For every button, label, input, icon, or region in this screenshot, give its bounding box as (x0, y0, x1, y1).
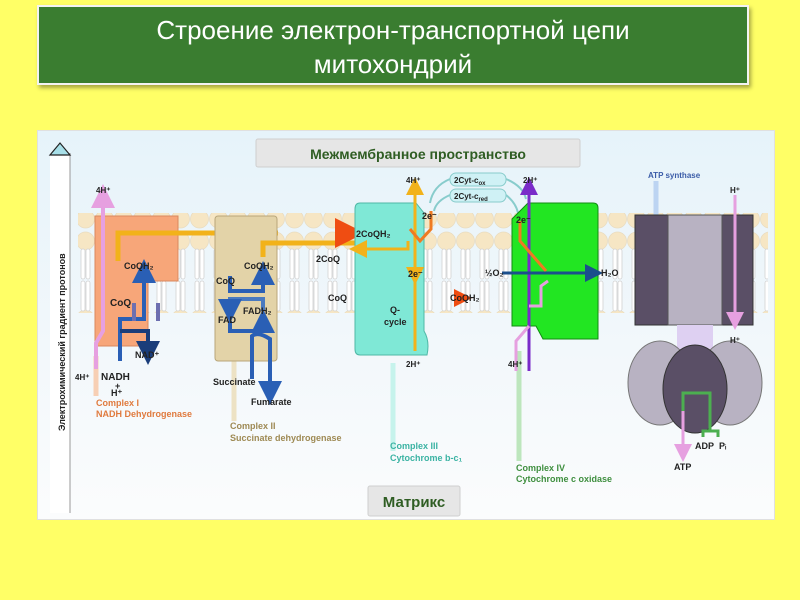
c3-e-top-label: 2e⁻ (422, 211, 437, 221)
c2-coq-label: CoQ (216, 276, 235, 286)
etc-diagram: Электрохимический градиент протонов Межм… (37, 130, 775, 520)
cyt-c-red-label: 2Cyt-cred (454, 192, 488, 203)
c1-coq-label: CoQ (110, 298, 131, 309)
c3-name: Complex III (390, 441, 438, 451)
c1-name: Complex I (96, 398, 139, 408)
c3-2coq-label: 2CoQ (316, 254, 340, 264)
atp-h-bottom-label: H⁺ (730, 336, 740, 345)
c4-h-in-label: 4H⁺ (508, 360, 522, 369)
c2-fumarate-label: Fumarate (251, 397, 292, 407)
c1-plus-label: + (115, 381, 120, 391)
c4-name: Complex IV (516, 463, 565, 473)
atp-synthase-label: ATP synthase (648, 171, 701, 180)
complex-3: 4H⁺ 2e⁻ 2CoQH₂ 2CoQ 2e⁻ CoQ CoQH₂ Q- cyc… (316, 176, 480, 463)
c2-coqh2-label: CoQH₂ (244, 261, 274, 271)
intermembrane-space-label: Межмембранное пространство (310, 146, 526, 162)
c2-subtitle: Succinate dehydrogenase (230, 433, 342, 443)
c3-coqh2-label: CoQH₂ (450, 293, 480, 303)
complex-2: CoQH₂ CoQ FADH₂ FAD Succinate Fumarate C… (213, 215, 358, 443)
c3-subtitle: Cytochrome b-c₁ (390, 453, 463, 463)
c3-h-out-label: 4H⁺ (406, 176, 420, 185)
matrix-label: Матрикс (383, 494, 445, 511)
c1-subtitle: NADH Dehydrogenase (96, 409, 192, 419)
adp-label: ADP (695, 441, 714, 451)
c4-h-out-label: 2H⁺ (523, 176, 537, 185)
matrix-label-box: Матрикс (367, 485, 461, 517)
c3-h-in-label: 2H⁺ (406, 360, 420, 369)
c2-succinate-label: Succinate (213, 377, 256, 387)
c4-e-label: 2e⁻ (516, 215, 531, 225)
complex-4: 2H⁺ 2e⁻ ½O₂ H₂O 4H⁺ Complex IV Cytochrom… (485, 176, 619, 484)
c2-name: Complex II (230, 421, 276, 431)
c1-nadh-label: NADH (101, 372, 130, 383)
intermembrane-space-label-box: Межмембранное пространство (255, 138, 581, 168)
atp-label: ATP (674, 462, 691, 472)
c1-h-label: H⁺ (111, 388, 122, 398)
title-line-2: митохондрий (313, 49, 473, 79)
atp-synthase: ATP synthase H⁺ H⁺ ADP Pᵢ ATP (627, 171, 763, 472)
c3-coq-label: CoQ (328, 293, 347, 303)
atp-h-top-label: H⁺ (730, 186, 740, 195)
cyt-c-ox-label: 2Cyt-cox (454, 176, 486, 187)
c2-fad-label: FAD (218, 315, 237, 325)
c3-2coqh2-label: 2CoQH₂ (356, 229, 391, 239)
c4-o2-label: ½O₂ (485, 268, 504, 278)
c3-qcycle-label-2: cycle (384, 317, 407, 327)
c1-coqh2-label: CoQH₂ (124, 261, 154, 271)
pi-label: Pᵢ (719, 441, 727, 451)
complex-1: 4H⁺ CoQH₂ CoQ NAD⁺ 4H⁺ NADH + H⁺ Complex… (75, 184, 278, 419)
slide-title: Строение электрон-транспортной цепи мито… (37, 5, 749, 85)
title-line-1: Строение электрон-транспортной цепи (156, 15, 630, 45)
c3-e-mid-label: 2e⁻ (408, 269, 423, 279)
c2-fadh2-label: FADH₂ (243, 306, 272, 316)
gradient-axis-label: Электрохимический градиент протонов (57, 253, 67, 431)
c4-h2o-label: H₂O (601, 268, 619, 278)
c4-subtitle: Cytochrome c oxidase (516, 474, 612, 484)
c1-nad-label: NAD⁺ (135, 350, 159, 360)
c1-h-in-label: 4H⁺ (75, 373, 89, 382)
c1-h-out-label: 4H⁺ (96, 186, 110, 195)
c3-qcycle-label-1: Q- (390, 305, 400, 315)
cytochrome-c: 2Cyt-cox 2Cyt-cred (429, 172, 527, 214)
proton-gradient-axis: Электрохимический градиент протонов (48, 142, 72, 513)
